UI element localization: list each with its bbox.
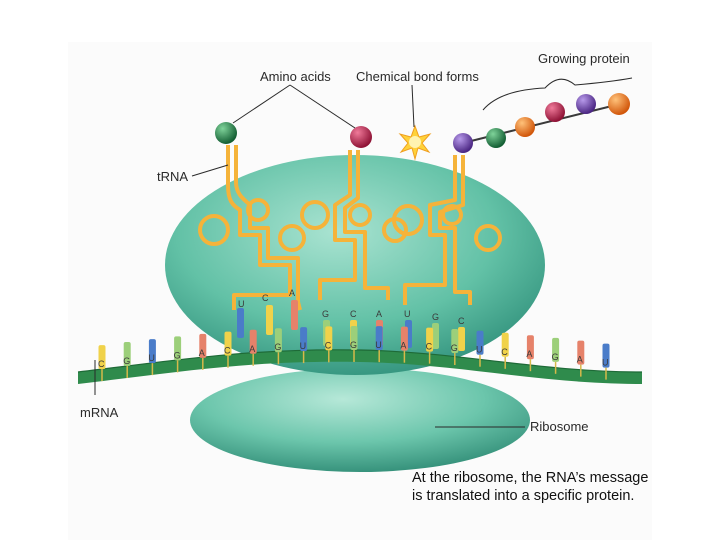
mrna-base-peg: [123, 342, 131, 367]
anticodon-2-base-2: C: [350, 309, 357, 319]
mrna-base-peg: [577, 340, 585, 365]
mrna-base-peg: [375, 326, 383, 351]
mrna-base-peg: [98, 345, 106, 370]
leader-lines: [94, 84, 525, 428]
mrna-strand: [78, 349, 642, 384]
mrna-base-letter: G: [552, 352, 559, 362]
anticodon-3-base-2: G: [432, 312, 439, 322]
mrna-base-peg: [148, 339, 156, 364]
anticodon-2-base-1: G: [322, 309, 329, 319]
mrna-base-peg: [224, 331, 232, 356]
amino-acid-green-1: [215, 122, 237, 144]
mrna-base-peg: [325, 326, 333, 351]
label-ribosome: Ribosome: [530, 419, 589, 434]
mrna-base-letter: A: [526, 349, 532, 359]
mrna-base-letter: C: [426, 342, 433, 352]
mrna-base-letter: U: [148, 353, 155, 363]
trna-3: [392, 155, 502, 305]
caption-line-2: is translated into a specific protein.: [412, 488, 634, 504]
mrna-base-letter: U: [300, 341, 307, 351]
mrna-base-letter: U: [375, 340, 382, 350]
mrna-base-letter: A: [577, 355, 583, 365]
mrna-base-letter: G: [274, 342, 281, 352]
mrna-base-peg: [350, 326, 358, 351]
mrna-base-letter: G: [451, 343, 458, 353]
mrna-base-peg: [426, 327, 434, 352]
mrna-base-peg: [501, 332, 509, 357]
mrna-base-peg: [552, 337, 560, 362]
anticodon-1-base-1: U: [238, 299, 245, 309]
mrna-base-peg: [249, 329, 257, 354]
mrna-bases: C G U G A C A G U C G U A C G U C A G A U: [98, 326, 610, 382]
mrna-base-letter: C: [325, 340, 332, 350]
trna-2: [300, 150, 408, 300]
label-mrna: mRNA: [80, 405, 119, 420]
anticodon-2-base-3: A: [376, 309, 382, 319]
mrna-base-letter: U: [602, 358, 609, 368]
ribosome-small-subunit: [190, 368, 530, 472]
mrna-base-letter: C: [501, 347, 508, 357]
mrna-base-peg: [451, 328, 459, 353]
mrna-base-letter: A: [199, 348, 205, 358]
anticodon-3-base-3: C: [458, 316, 465, 326]
amino-acid-red-1: [350, 126, 372, 148]
label-growing-protein: Growing protein: [538, 51, 630, 66]
chemical-bond-spark: [398, 124, 432, 161]
mrna-base-peg: [174, 336, 182, 361]
mrna-base-peg: [602, 343, 610, 368]
mrna-base-peg: [526, 335, 534, 360]
mrna-base-peg: [300, 327, 308, 352]
label-trna: tRNA: [157, 169, 188, 184]
mrna-base-letter: A: [400, 341, 406, 351]
mrna-base-letter: G: [350, 340, 357, 350]
label-chemical-bond: Chemical bond forms: [356, 69, 479, 84]
mrna-base-letter: G: [174, 350, 181, 360]
mrna-base-letter: C: [98, 359, 105, 369]
mrna-base-peg: [400, 326, 408, 351]
mrna-base-letter: U: [476, 345, 483, 355]
trna-1: [198, 145, 306, 311]
caption-line-1: At the ribosome, the RNA’s message: [412, 470, 648, 486]
anticodon-3-base-1: U: [404, 309, 411, 319]
mrna-base-peg: [274, 328, 282, 353]
mrna-base-letter: C: [224, 346, 231, 356]
mrna-base-letter: G: [123, 356, 130, 366]
label-amino-acids: Amino acids: [260, 69, 331, 84]
growing-protein-chain: [453, 93, 630, 153]
growing-protein-brace: [482, 77, 633, 111]
anticodon-1-base-2: C: [262, 293, 269, 303]
mrna-base-peg: [476, 330, 484, 355]
anticodon-1-base-3: A: [289, 288, 295, 298]
mrna-base-letter: A: [249, 344, 255, 354]
mrna-base-peg: [199, 333, 207, 358]
